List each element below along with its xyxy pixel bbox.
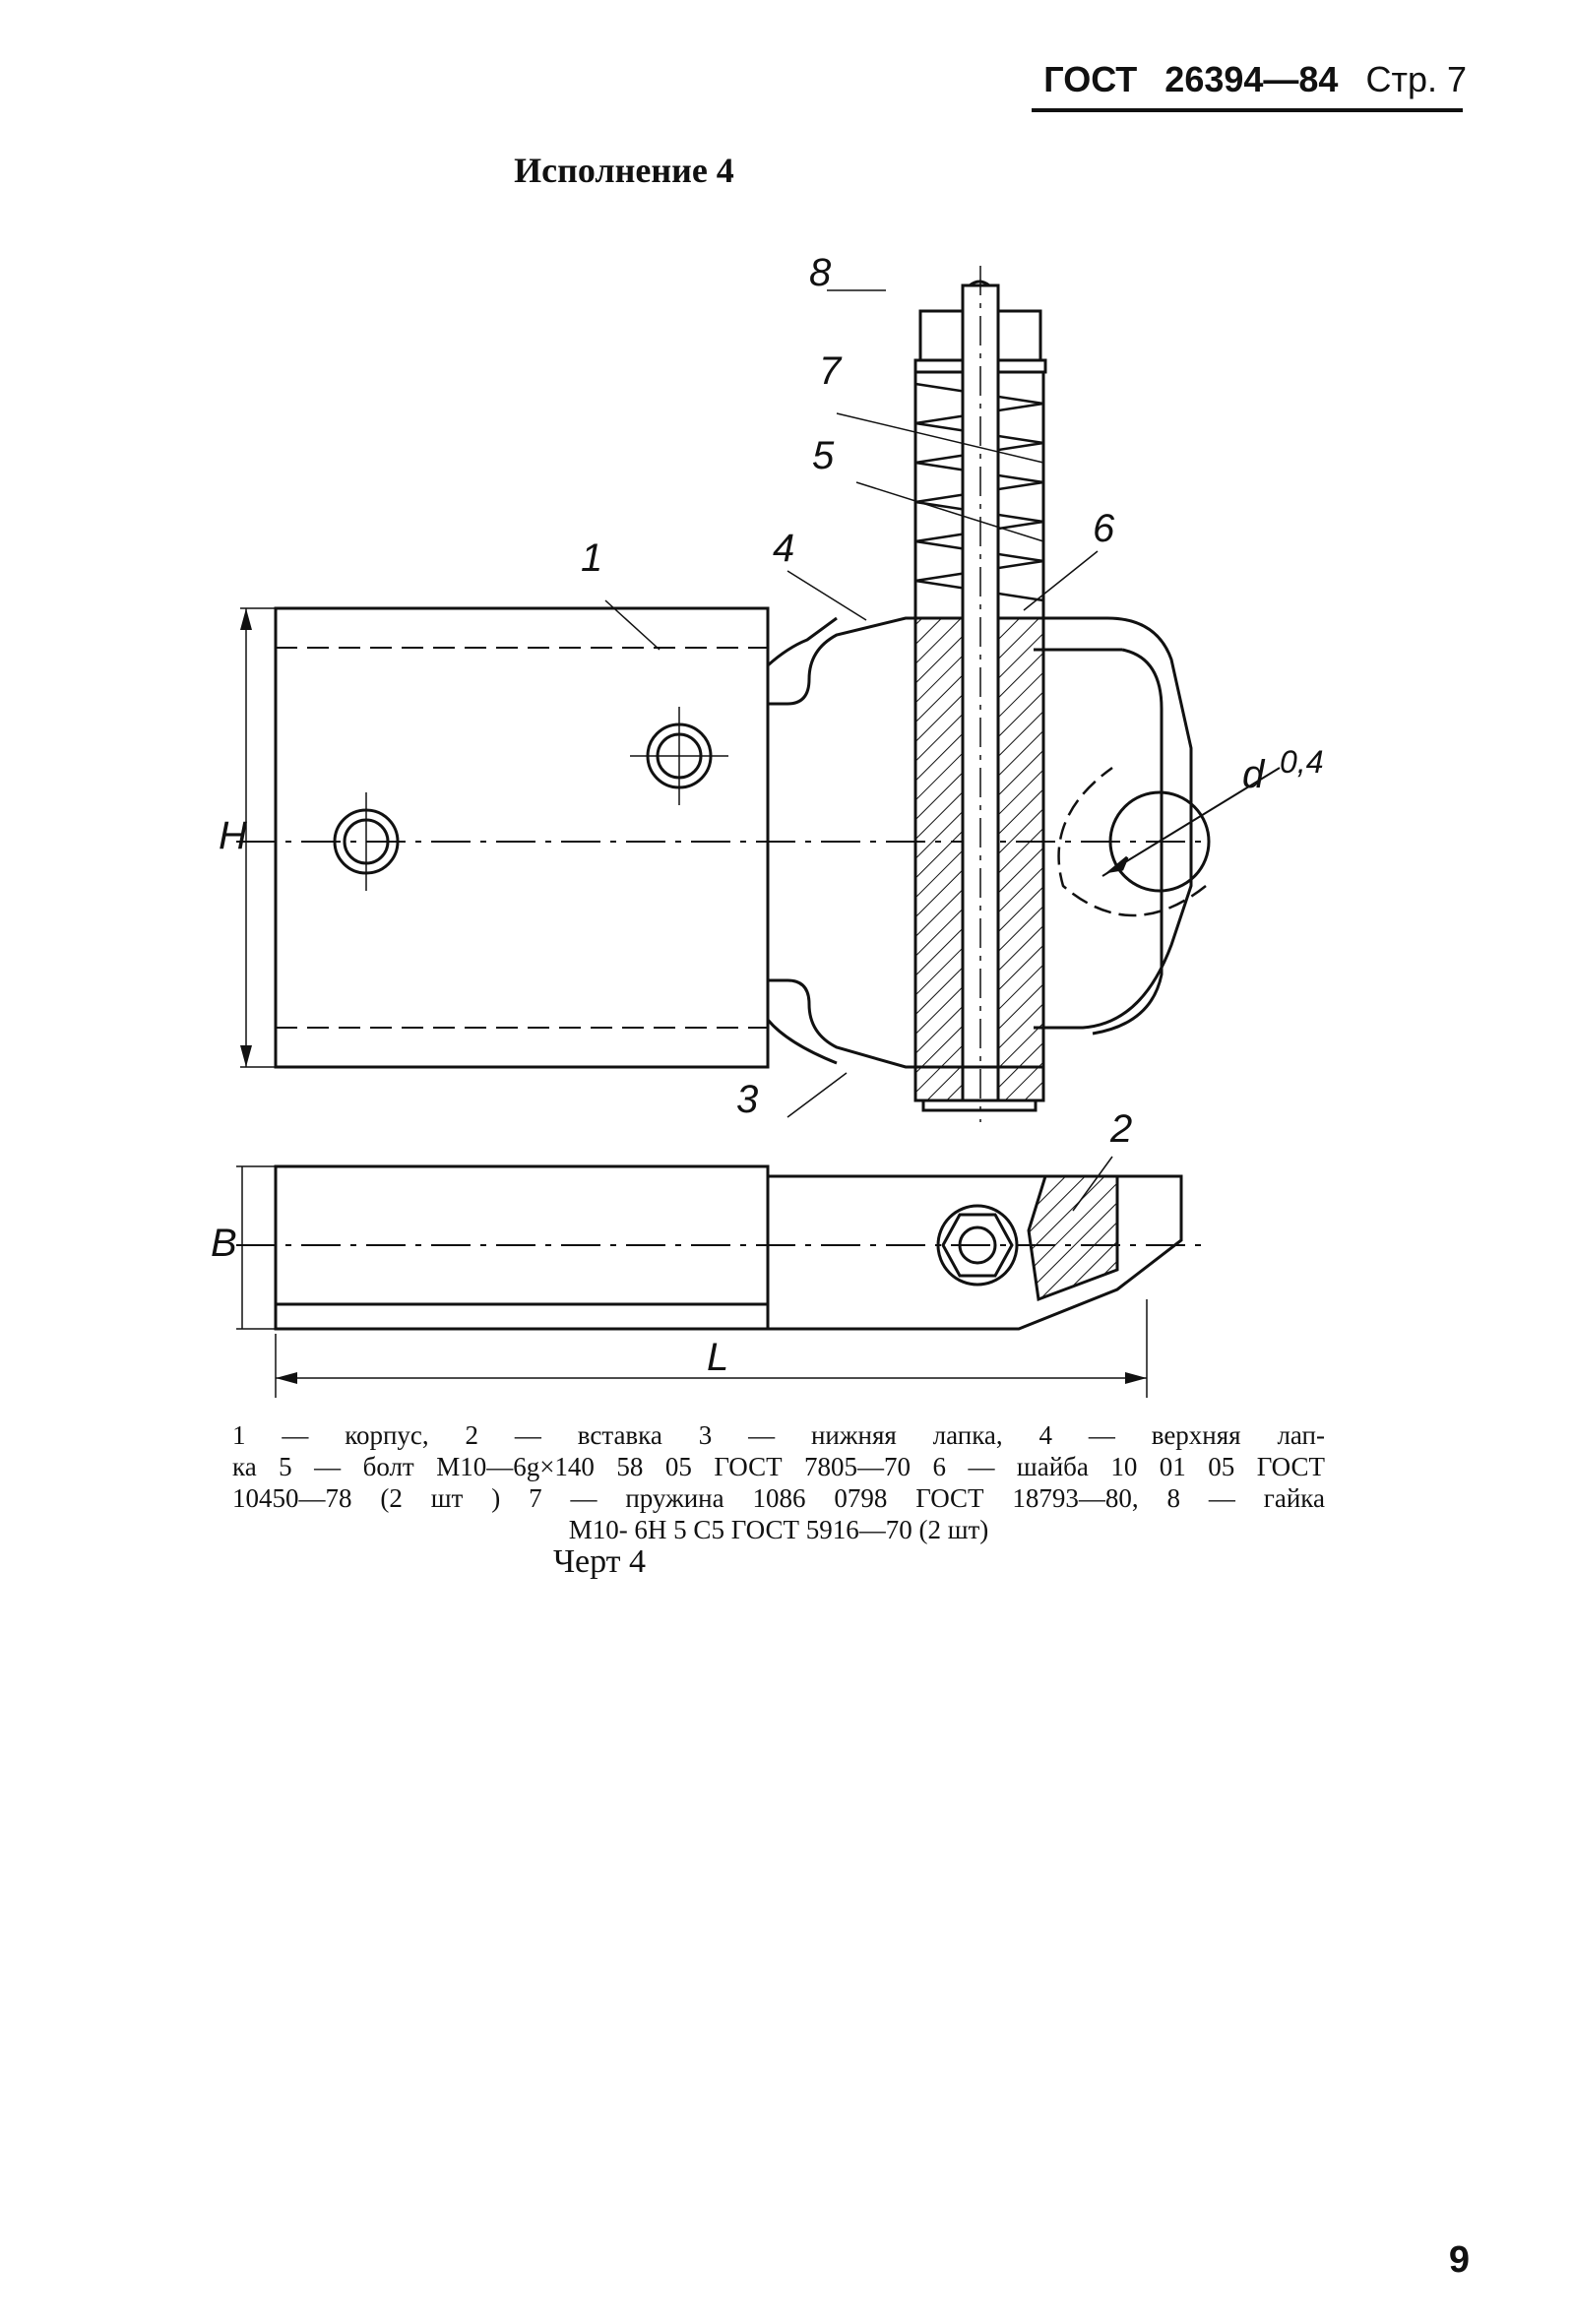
roughness-value: 0,4 [1280,744,1323,780]
page-header: ГОСТ 26394—84 Стр. 7 [1043,59,1467,100]
page-reference: Стр. 7 [1365,59,1467,99]
callout-8: 8 [809,251,832,294]
callout-3: 3 [736,1078,758,1121]
dimension-h: H [219,814,247,857]
side-view-outline [274,1164,770,1306]
standard-label: ГОСТ [1043,59,1138,99]
caption-line: 10450—78 (2 шт ) 7 — пружина 1086 0798 Г… [232,1483,1325,1513]
callout-7: 7 [819,349,843,393]
page-number: 9 [1448,2239,1470,2281]
ball [1108,790,1211,893]
callout-2: 2 [1109,1107,1132,1151]
header-rule [1032,108,1463,112]
figure-caption: 1 — корпус, 2 — вставка 3 — нижняя лапка… [232,1419,1325,1545]
body-outline [274,606,770,1069]
dimension-d: d [1242,753,1266,796]
dimension-l: L [707,1336,728,1379]
standard-number: 26394—84 [1164,59,1339,99]
upper-clamp [768,616,1193,1030]
lower-clamp [768,978,1043,1069]
caption-line: ка 5 — болт М10—6g×140 58 05 ГОСТ 7805—7… [232,1452,1325,1481]
dimension-b: B [211,1222,237,1265]
callout-4: 4 [773,527,794,570]
callout-6: 6 [1093,507,1115,550]
caption-line: М10- 6Н 5 С5 ГОСТ 5916—70 (2 шт) [568,1515,989,1544]
caption-line: 1 — корпус, 2 — вставка 3 — нижняя лапка… [232,1420,1325,1450]
nut-side [936,1204,1019,1287]
callout-1: 1 [581,536,602,580]
callout-5: 5 [812,434,835,477]
section-title: Исполнение 4 [514,151,734,190]
figure-label: Черт 4 [552,1543,647,1580]
technical-drawing: 8 7 5 6 4 1 3 2 H B L d 0,4 [211,251,1323,1398]
